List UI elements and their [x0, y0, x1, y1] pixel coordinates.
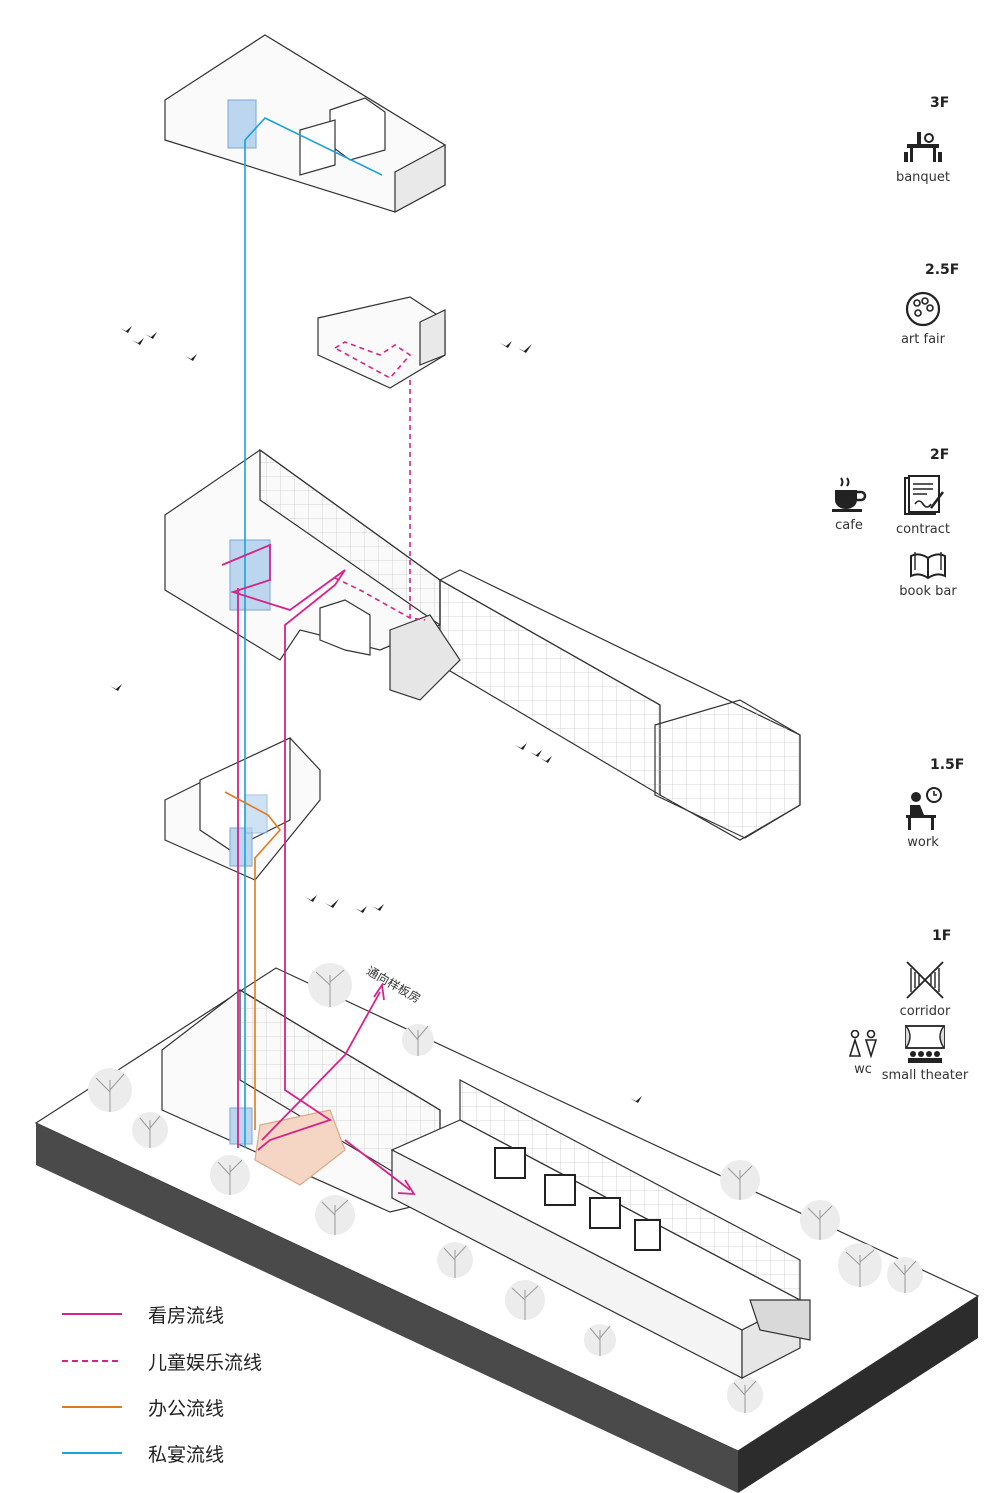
level-1-5f-block [164, 737, 321, 881]
bird-icon [518, 344, 532, 353]
tree-icon [88, 1068, 132, 1112]
bird-icon [145, 332, 157, 339]
floor-label-1-5f: 1.5F [930, 757, 965, 773]
tree-icon [402, 1024, 434, 1056]
floor-label-3f: 3F [930, 95, 950, 111]
tree-icon [437, 1242, 473, 1278]
function-label: work [907, 835, 939, 850]
house-viewing-route [221, 543, 416, 1196]
level-2-5f-block [317, 296, 446, 389]
bird-icon [630, 1096, 642, 1103]
function-art-fair: art fair [893, 290, 953, 347]
bird-icon [132, 338, 144, 345]
site-trees [88, 963, 923, 1413]
palette-icon [905, 291, 941, 327]
theater-icon [905, 1025, 945, 1063]
level-2f-block [164, 448, 801, 841]
tree-icon [584, 1324, 616, 1356]
function-label: contract [896, 522, 950, 537]
legend-label-private-banquet: 私宴流线 [148, 1444, 225, 1466]
private-banquet-route [244, 117, 383, 1148]
wc-icon [848, 1030, 878, 1058]
tree-icon [727, 1377, 763, 1413]
bird-icon [355, 906, 367, 913]
birds [110, 326, 642, 1103]
tree-icon [838, 1243, 882, 1287]
legend-label-house-viewing: 看房流线 [148, 1305, 225, 1327]
tree-icon [315, 1195, 355, 1235]
function-cafe: cafe [820, 474, 878, 533]
function-label: small theater [881, 1068, 969, 1083]
level-3f-block [164, 34, 446, 214]
tree-icon [887, 1257, 923, 1293]
tree-icon [210, 1155, 250, 1195]
bird-icon [540, 756, 552, 763]
function-book-bar: book bar [893, 550, 963, 599]
corridor-icon [906, 961, 944, 999]
function-label: wc [854, 1062, 872, 1077]
level-1f-block [161, 988, 811, 1379]
function-label: cafe [835, 518, 863, 533]
bird-icon [120, 326, 132, 333]
function-label: banquet [895, 170, 951, 185]
bird-icon [185, 354, 197, 361]
bird-icon [325, 899, 339, 908]
coffee-cup-icon [832, 477, 867, 512]
function-banquet: banquet [893, 124, 953, 185]
tree-icon [720, 1160, 760, 1200]
function-label: art fair [900, 332, 946, 347]
legend-swatches [62, 1313, 122, 1454]
function-corridor: corridor [893, 960, 957, 1019]
bird-icon [530, 750, 542, 757]
function-small-theater: small theater [880, 1024, 970, 1083]
floor-label-2-5f: 2.5F [925, 262, 960, 278]
bird-icon [372, 904, 384, 911]
legend-label-children-play: 儿童娱乐流线 [148, 1352, 263, 1374]
function-contract: contract [892, 474, 954, 537]
contract-icon [904, 475, 944, 515]
function-work: work [893, 787, 953, 850]
work-desk-icon [906, 787, 942, 830]
banquet-icon [904, 132, 942, 162]
tree-icon [800, 1200, 840, 1240]
tree-icon [132, 1112, 168, 1148]
bird-icon [110, 684, 122, 691]
floor-label-1f: 1F [932, 928, 952, 944]
bird-icon [305, 895, 317, 902]
bird-icon [515, 743, 527, 750]
floor-label-2f: 2F [930, 447, 950, 463]
legend-label-office: 办公流线 [148, 1398, 225, 1420]
function-wc: wc [843, 1030, 883, 1077]
tree-icon [505, 1280, 545, 1320]
bird-icon [500, 341, 512, 348]
office-route [224, 791, 282, 1130]
book-icon [910, 552, 946, 580]
tree-icon [308, 963, 352, 1007]
function-label: book bar [899, 584, 957, 599]
function-label: corridor [899, 1004, 951, 1019]
children-play-route [334, 341, 426, 621]
